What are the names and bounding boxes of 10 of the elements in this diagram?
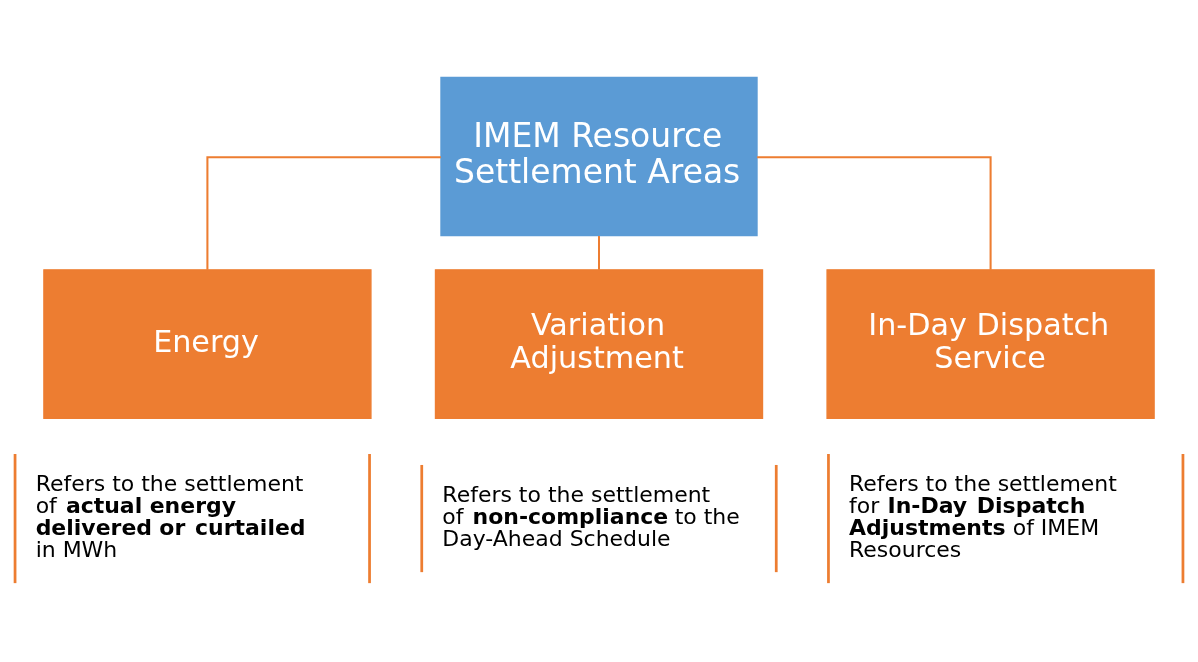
connector xyxy=(757,156,992,270)
node-text: Refers to the settlement for In-Day Dispatch Adjustments of IMEM Resources xyxy=(849,470,1117,562)
node-text: Refers to the settlement of actual energy delivered or curtailed in MWh xyxy=(35,470,306,562)
node-text: Refers to the settlement of non-compliance to the Day-Ahead Schedule xyxy=(442,481,740,551)
node-box: Energy xyxy=(43,269,372,419)
node-box: Variation Adjustment xyxy=(434,269,764,419)
connector xyxy=(597,236,601,270)
node-box: In-Day Dispatch Service xyxy=(826,269,1155,419)
connector xyxy=(206,156,441,270)
node-box: IMEM Resource Settlement Areas xyxy=(440,76,758,237)
